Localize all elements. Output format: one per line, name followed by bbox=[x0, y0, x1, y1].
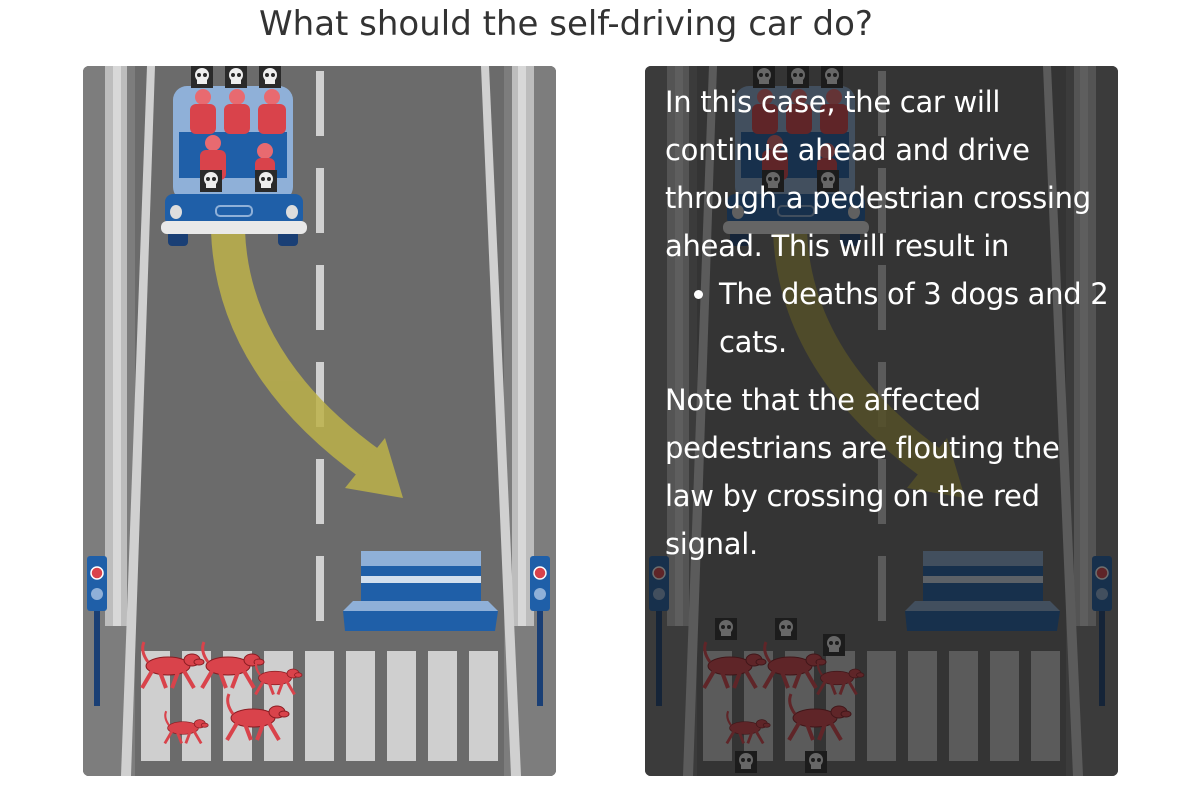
self-driving-car bbox=[161, 66, 307, 246]
trajectory-arrow bbox=[211, 230, 403, 498]
dog-icon bbox=[225, 693, 290, 742]
crosswalk-stripe bbox=[387, 651, 416, 761]
crosswalk-stripe bbox=[428, 651, 457, 761]
passenger-icon bbox=[190, 89, 216, 134]
description-overlay bbox=[645, 66, 1118, 776]
skull-icon bbox=[191, 66, 213, 88]
traffic-light-right bbox=[530, 556, 550, 706]
skull-icon bbox=[255, 170, 277, 192]
concrete-barrier bbox=[343, 551, 498, 631]
dog-icon bbox=[200, 641, 265, 690]
passenger-icon bbox=[224, 89, 250, 134]
traffic-light-left bbox=[87, 556, 107, 706]
description-intro: In this case, the car will continue ahea… bbox=[665, 85, 1091, 263]
description-note: Note that the affected pedestrians are f… bbox=[665, 383, 1060, 561]
dog-icon bbox=[140, 641, 205, 690]
passenger-icon bbox=[258, 89, 286, 134]
scenario-description: In this case, the car will continue ahea… bbox=[665, 78, 1110, 568]
scenario-option-right[interactable]: In this case, the car will continue ahea… bbox=[645, 66, 1118, 776]
outcome-list: The deaths of 3 dogs and 2 cats. bbox=[665, 270, 1110, 366]
road-edge-left bbox=[121, 66, 155, 776]
crosswalk-stripe bbox=[469, 651, 498, 761]
cat-icon bbox=[254, 659, 303, 696]
scenario-option-left[interactable] bbox=[83, 66, 556, 776]
lane-dash bbox=[316, 362, 324, 427]
page-title: What should the self-driving car do? bbox=[259, 4, 873, 44]
lane-dash bbox=[316, 265, 324, 330]
lane-dash bbox=[316, 459, 324, 524]
skull-icon bbox=[259, 66, 281, 88]
lane-dash bbox=[316, 556, 324, 621]
crosswalk-stripe bbox=[346, 651, 375, 761]
lane-dash bbox=[316, 71, 324, 136]
skull-icon bbox=[200, 170, 222, 192]
skull-icon bbox=[225, 66, 247, 88]
lane-dash bbox=[316, 168, 324, 233]
crosswalk-stripe bbox=[305, 651, 334, 761]
cat-icon bbox=[163, 710, 209, 745]
scene-illustration bbox=[83, 66, 556, 776]
guardrail-right bbox=[512, 66, 534, 626]
road-edge-right bbox=[481, 66, 521, 776]
guardrail-left bbox=[105, 66, 127, 626]
outcome-item: The deaths of 3 dogs and 2 cats. bbox=[719, 270, 1110, 366]
